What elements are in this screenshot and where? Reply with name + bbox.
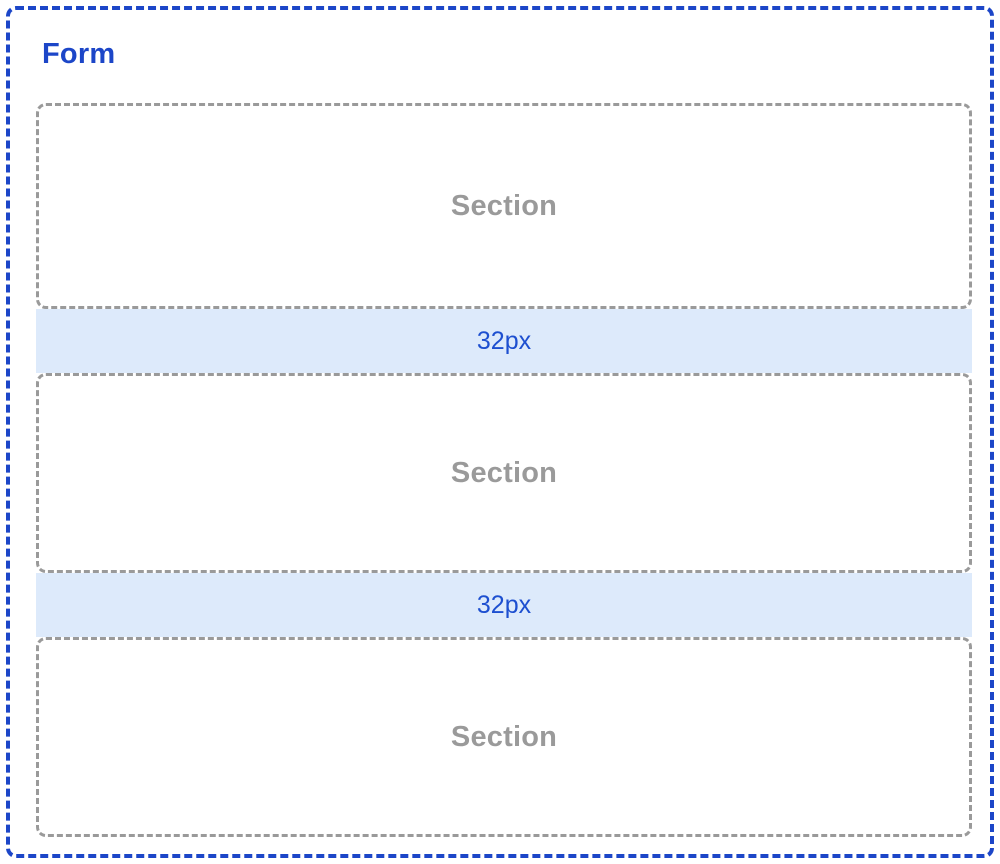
section-box: Section — [36, 373, 972, 573]
section-box: Section — [36, 103, 972, 309]
spacer-band: 32px — [36, 309, 972, 373]
spacer-band: 32px — [36, 573, 972, 637]
section-stack: Section 32px Section 32px Section — [36, 103, 972, 837]
form-container: Form Section 32px Section 32px Section — [6, 6, 994, 858]
section-label: Section — [450, 189, 558, 222]
section-label: Section — [450, 720, 558, 753]
section-box: Section — [36, 637, 972, 837]
section-label: Section — [450, 456, 558, 489]
form-title: Form — [42, 38, 116, 70]
spacer-label: 32px — [476, 326, 532, 355]
spacer-label: 32px — [476, 590, 532, 619]
